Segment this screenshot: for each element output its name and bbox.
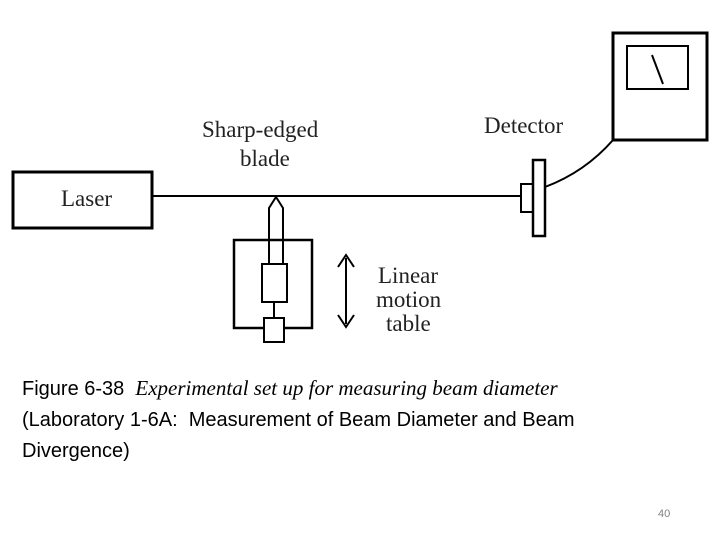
figure-title: Experimental set up for measuring beam d… xyxy=(135,376,558,400)
table-label-line2: motion xyxy=(376,287,442,312)
caption-line-1: Figure 6-38 Experimental set up for meas… xyxy=(22,373,712,405)
detector-label: Detector xyxy=(484,113,564,138)
laser-label: Laser xyxy=(61,186,112,211)
blade-label-line2: blade xyxy=(240,146,290,171)
motion-arrow-head-bottom xyxy=(337,314,355,329)
caption-line-3: Divergence) xyxy=(22,440,130,462)
detector-cable xyxy=(544,139,614,188)
table-label-line3: table xyxy=(386,311,431,336)
laser-box xyxy=(11,170,154,230)
table-label-line1: Linear xyxy=(378,263,438,288)
caption-line-2: (Laboratory 1-6A: Measurement of Beam Di… xyxy=(22,409,575,431)
page-number: 40 xyxy=(658,508,671,520)
sharp-edged-blade xyxy=(268,195,284,269)
blade-label-line1: Sharp-edged xyxy=(202,117,319,142)
motion-arrow-head-top xyxy=(337,253,355,268)
meter-needle xyxy=(651,54,664,85)
blade-holder xyxy=(261,263,288,303)
figure-number: Figure 6-38 xyxy=(22,378,125,400)
detector-plate xyxy=(531,158,547,238)
figure-caption: Figure 6-38 Experimental set up for meas… xyxy=(22,373,712,467)
micrometer-knob xyxy=(263,317,285,343)
detector-head xyxy=(520,183,534,213)
experimental-setup-diagram: Laser Sharp-edged blade Linear motion ta… xyxy=(11,31,709,343)
